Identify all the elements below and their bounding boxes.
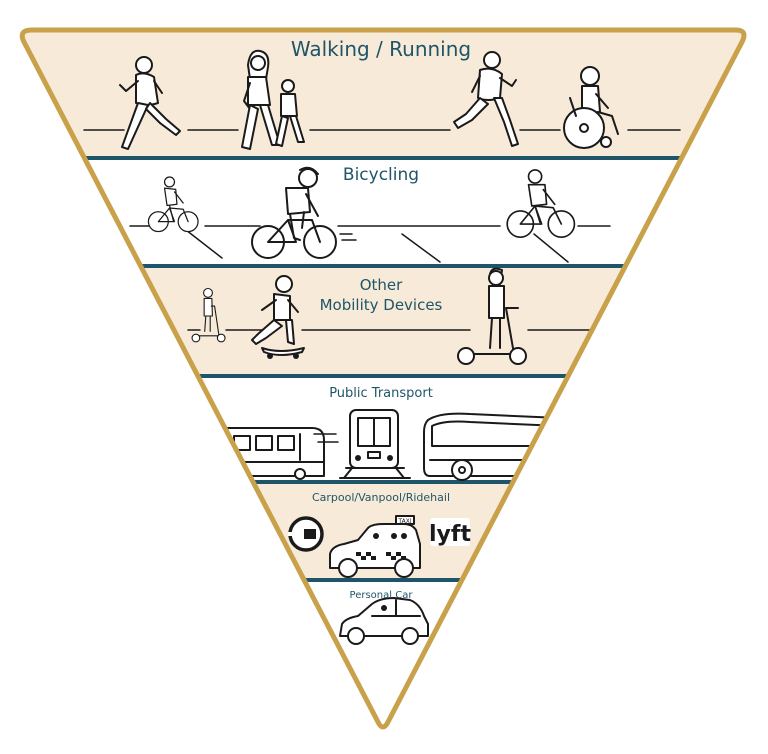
runner-icon	[119, 56, 181, 150]
walking-child-icon	[275, 79, 305, 147]
sedan-car-icon	[339, 597, 429, 645]
tier-label-car: Personal Car	[350, 590, 414, 601]
tram-front-icon	[339, 409, 411, 479]
scooter-rider-icon	[457, 267, 527, 365]
tier-label-ridehail: Carpool/Vanpool/Ridehail	[312, 491, 450, 504]
uber-logo-icon	[288, 516, 324, 552]
wheelchair-user-icon	[563, 66, 619, 149]
taxi-icon: TAXI	[329, 515, 421, 578]
tier-label-mobility-line2: Mobility Devices	[320, 296, 443, 314]
tier-label-mobility-line1: Other	[360, 276, 403, 294]
bicycling-lane-lines	[129, 225, 611, 263]
cyclist-icon	[251, 166, 357, 259]
tier-label-bicycling: Bicycling	[343, 165, 419, 185]
lyft-logo-icon: lyft	[429, 518, 471, 547]
tier-label-transit: Public Transport	[329, 386, 433, 401]
cyclist-icon	[147, 176, 199, 233]
scooter-rider-icon	[191, 287, 226, 343]
taxi-sign-text: TAXI	[397, 518, 411, 525]
lyft-logo-text: lyft	[429, 522, 471, 547]
pyramid-frame	[19, 27, 747, 730]
bus-icon	[423, 412, 561, 481]
walking-adult-icon	[241, 49, 281, 150]
tier-label-walking: Walking / Running	[291, 37, 471, 61]
runner-icon	[453, 51, 519, 147]
cyclist-icon	[506, 169, 576, 238]
skateboarder-icon	[251, 275, 305, 359]
tier-band-bicycling	[22, 158, 744, 266]
